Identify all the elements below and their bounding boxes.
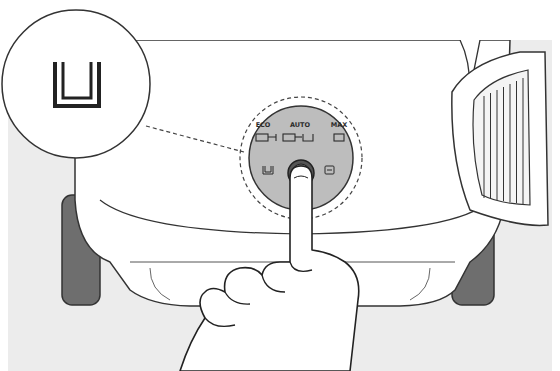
magnifier-circle	[2, 10, 150, 158]
vent-slat	[490, 93, 491, 199]
vent-housing	[452, 52, 548, 225]
mode-label: MAX	[331, 122, 348, 129]
fingernail	[294, 176, 308, 178]
vent-slat	[503, 87, 504, 201]
vent-slats	[484, 78, 523, 204]
mode-icons	[256, 134, 344, 141]
vent-slat	[516, 81, 517, 203]
vent-slat	[510, 84, 511, 202]
hand-knuckles	[205, 262, 312, 326]
vent-grille	[473, 70, 530, 205]
vent-slat	[484, 96, 485, 198]
mode-label: AUTO	[290, 122, 310, 129]
vent-slat	[523, 78, 524, 204]
dustbin-mode-icon	[55, 62, 99, 106]
pointing-hand	[180, 166, 359, 371]
background-panel	[8, 40, 552, 371]
callout-leader	[146, 126, 244, 152]
mode-label: ECO	[256, 122, 271, 129]
vent-slat	[497, 90, 498, 200]
